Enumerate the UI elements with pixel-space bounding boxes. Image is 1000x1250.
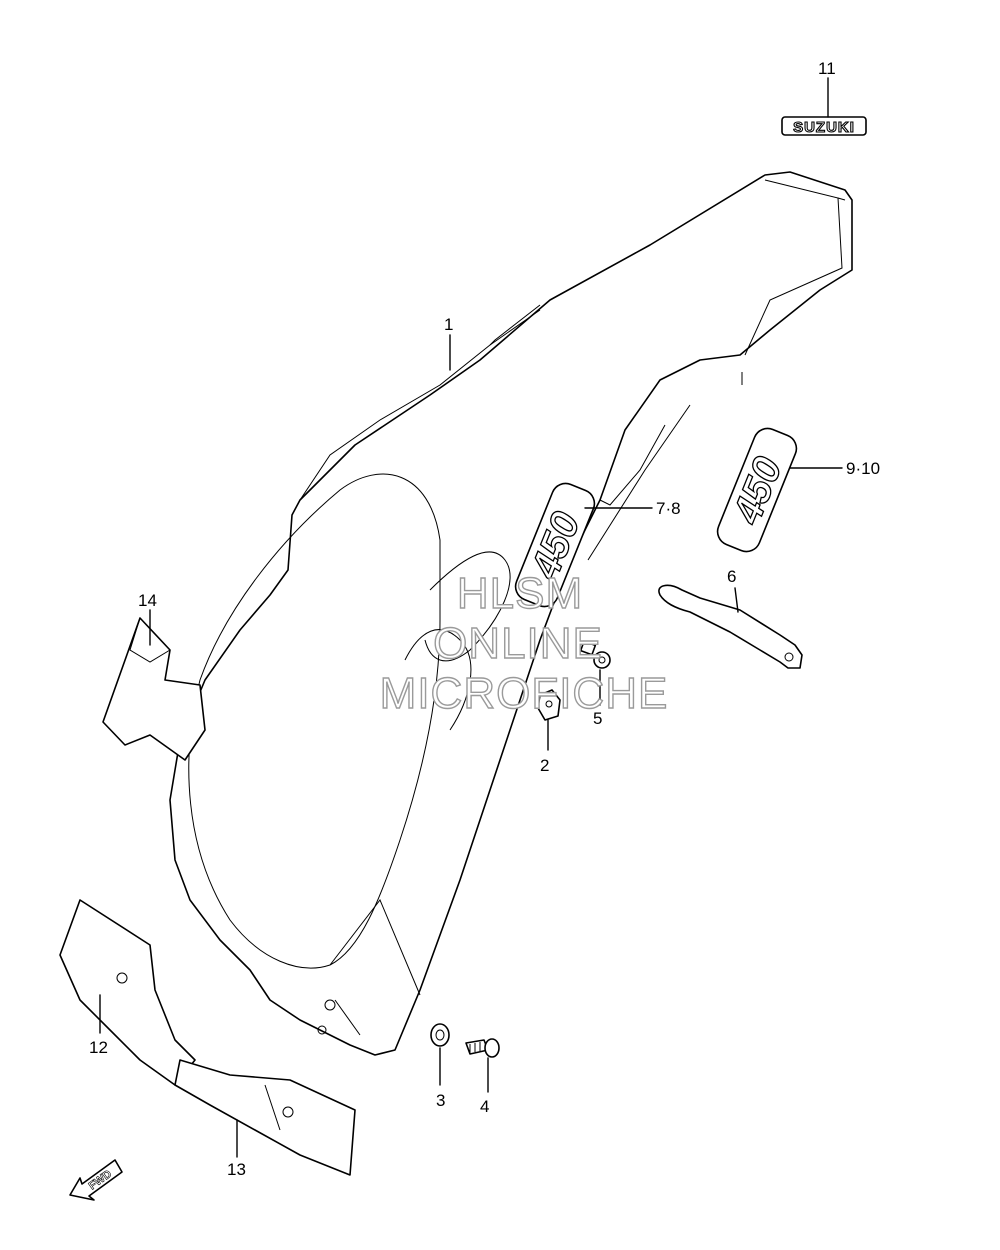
- callout-11: 11: [818, 59, 836, 78]
- side-decal-450[interactable]: 450: [713, 424, 801, 556]
- watermark-line-2: ONLINE: [433, 619, 603, 668]
- callout-14: 14: [138, 591, 157, 610]
- callout-1: 1: [444, 315, 453, 334]
- watermark-line-1: HLSM: [457, 569, 583, 618]
- screw-5[interactable]: [579, 640, 611, 669]
- fender-strap[interactable]: [658, 584, 803, 669]
- suzuki-emblem-text: SUZUKI: [793, 119, 855, 136]
- fwd-arrow-icon: FWD: [69, 1159, 123, 1201]
- watermark-line-3: MICROFICHE: [380, 669, 669, 718]
- callout-12: 12: [89, 1038, 108, 1057]
- nut-3[interactable]: [430, 1023, 450, 1047]
- callout-3: 3: [436, 1091, 445, 1110]
- suzuki-emblem[interactable]: SUZUKI: [781, 116, 867, 137]
- bolt-4[interactable]: [465, 1038, 500, 1058]
- fender-guard-14[interactable]: [102, 617, 206, 761]
- rear-fender[interactable]: [169, 171, 853, 1056]
- leader-6: [734, 587, 739, 613]
- callout-4: 4: [480, 1097, 489, 1116]
- callout-7-8: 7·8: [656, 499, 681, 518]
- callout-6: 6: [727, 567, 736, 586]
- mud-flap-12[interactable]: [59, 899, 196, 1086]
- callout-2: 2: [540, 756, 549, 775]
- mud-flap-13[interactable]: [174, 1059, 356, 1176]
- callout-9-10: 9·10: [846, 459, 880, 478]
- callout-5: 5: [593, 709, 602, 728]
- callout-13: 13: [227, 1160, 246, 1179]
- nut-clip-2[interactable]: [537, 689, 561, 721]
- watermark: HLSM ONLINE MICROFICHE: [379, 568, 669, 718]
